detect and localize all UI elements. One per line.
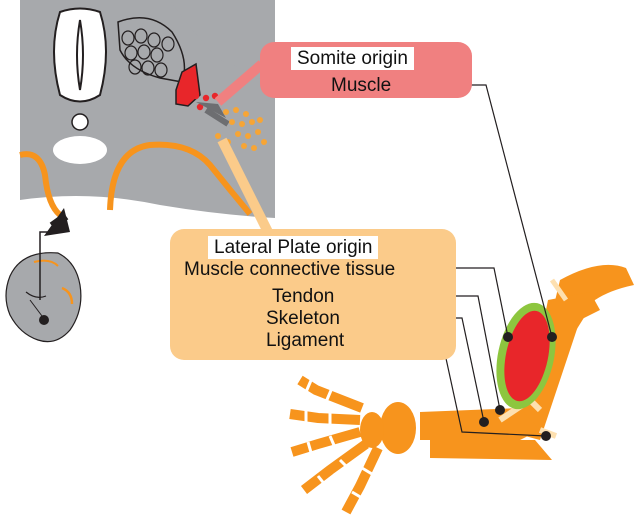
embryo-cross-section	[19, 0, 275, 218]
gut	[53, 136, 107, 164]
somite-pointer	[214, 60, 266, 106]
lateral-plate-box	[170, 229, 456, 360]
lateral-plate-origin-title: Lateral Plate origin	[208, 236, 379, 259]
somite-outline	[117, 17, 186, 83]
lateral-plate-left	[19, 151, 63, 218]
lateral-item-ligament: Ligament	[266, 330, 345, 351]
somite-origin-title: Somite origin	[291, 47, 414, 70]
notochord	[71, 113, 89, 131]
limb-skeleton	[289, 264, 634, 515]
leader-dots	[479, 332, 557, 441]
lateral-plate-right	[107, 141, 253, 216]
sclerotome-cells	[121, 28, 175, 78]
lateral-plate-cells	[215, 107, 267, 151]
lateral-item-muscle-connective-tissue: Muscle connective tissue	[184, 259, 396, 280]
limb-muscle	[496, 302, 556, 410]
lateral-pointer	[217, 137, 273, 235]
lateral-item-tendon: Tendon	[272, 286, 335, 307]
neural-canal	[76, 19, 84, 91]
lateral-item-skeleton: Skeleton	[266, 308, 340, 329]
somite-item-muscle: Muscle	[331, 75, 392, 96]
whole-embryo	[5, 231, 82, 343]
